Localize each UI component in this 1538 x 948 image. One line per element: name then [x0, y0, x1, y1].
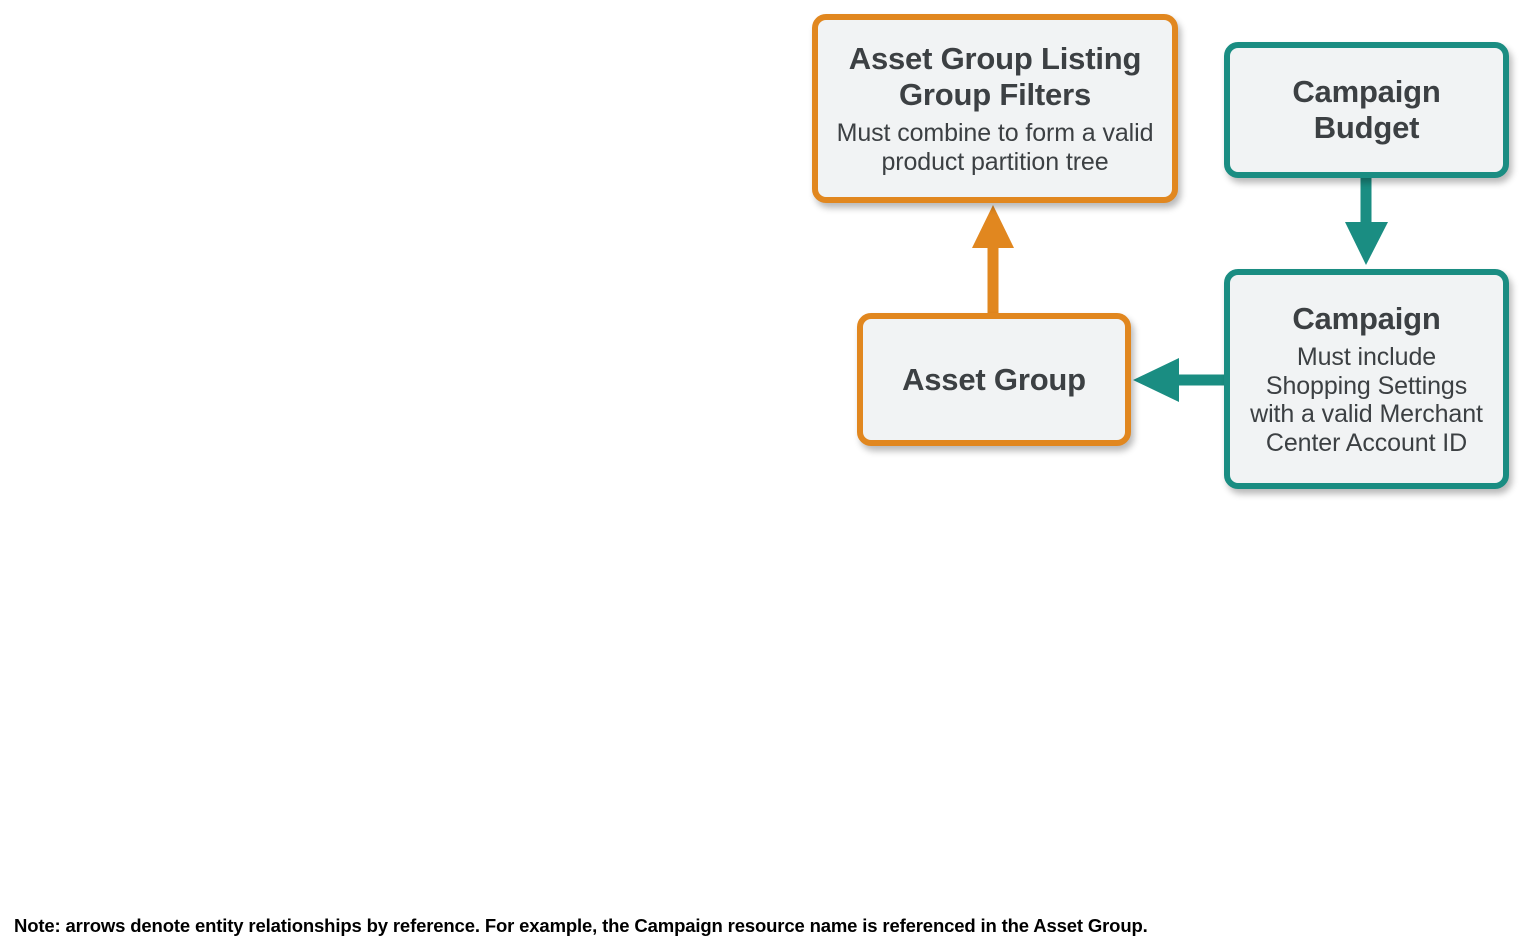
node-title: Campaign	[1292, 300, 1441, 336]
node-campaign[interactable]: Campaign Must include Shopping Settings …	[1224, 269, 1509, 489]
node-description: Must combine to form a valid product par…	[836, 119, 1154, 176]
node-campaign-budget[interactable]: Campaign Budget	[1224, 42, 1509, 178]
node-title: Asset Group	[902, 361, 1086, 397]
node-title: Campaign Budget	[1292, 74, 1441, 145]
arrow-campaign-to-asset-group	[1133, 358, 1226, 402]
arrow-asset-group-to-listing-group-filters	[972, 205, 1014, 316]
diagram-note: Note: arrows denote entity relationships…	[14, 915, 1148, 936]
node-asset-group[interactable]: Asset Group	[857, 313, 1131, 446]
arrow-campaign-budget-to-campaign	[1345, 176, 1388, 265]
node-asset-group-listing-group-filters[interactable]: Asset Group Listing Group Filters Must c…	[812, 14, 1178, 203]
node-title: Asset Group Listing Group Filters	[848, 40, 1142, 112]
node-description: Must include Shopping Settings with a va…	[1250, 343, 1483, 457]
